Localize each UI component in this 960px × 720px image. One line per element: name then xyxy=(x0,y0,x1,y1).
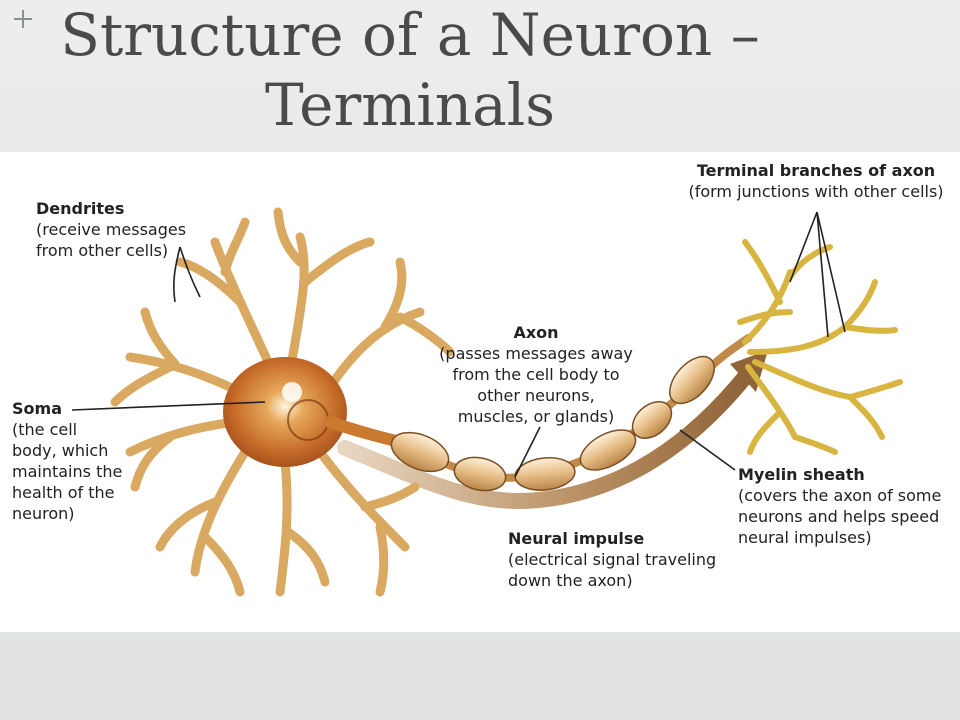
myelin-sheath-label: Myelin sheath (covers the axon of some n… xyxy=(738,465,942,547)
neural-impulse-label: Neural impulse (electrical signal travel… xyxy=(508,529,717,590)
terminal-branches xyxy=(737,239,903,455)
soma-label: Soma (the cell body, which maintains the… xyxy=(12,399,123,523)
dendrites-label: Dendrites (receive messages from other c… xyxy=(36,199,187,260)
soma-cell-body xyxy=(223,357,406,467)
leader-lines xyxy=(71,211,846,478)
axon-label: Axon (passes messages away from the cell… xyxy=(439,323,633,426)
terminal-branches-label: Terminal branches of axon (form junction… xyxy=(688,161,944,201)
neuron-diagram xyxy=(71,207,903,597)
plus-icon xyxy=(14,10,32,28)
slide-title: Structure of a Neuron – Terminals xyxy=(60,1,760,139)
neuron-figure: Dendrites (receive messages from other c… xyxy=(0,152,960,632)
dendrites xyxy=(110,207,455,597)
myelin-sheath xyxy=(390,355,715,492)
